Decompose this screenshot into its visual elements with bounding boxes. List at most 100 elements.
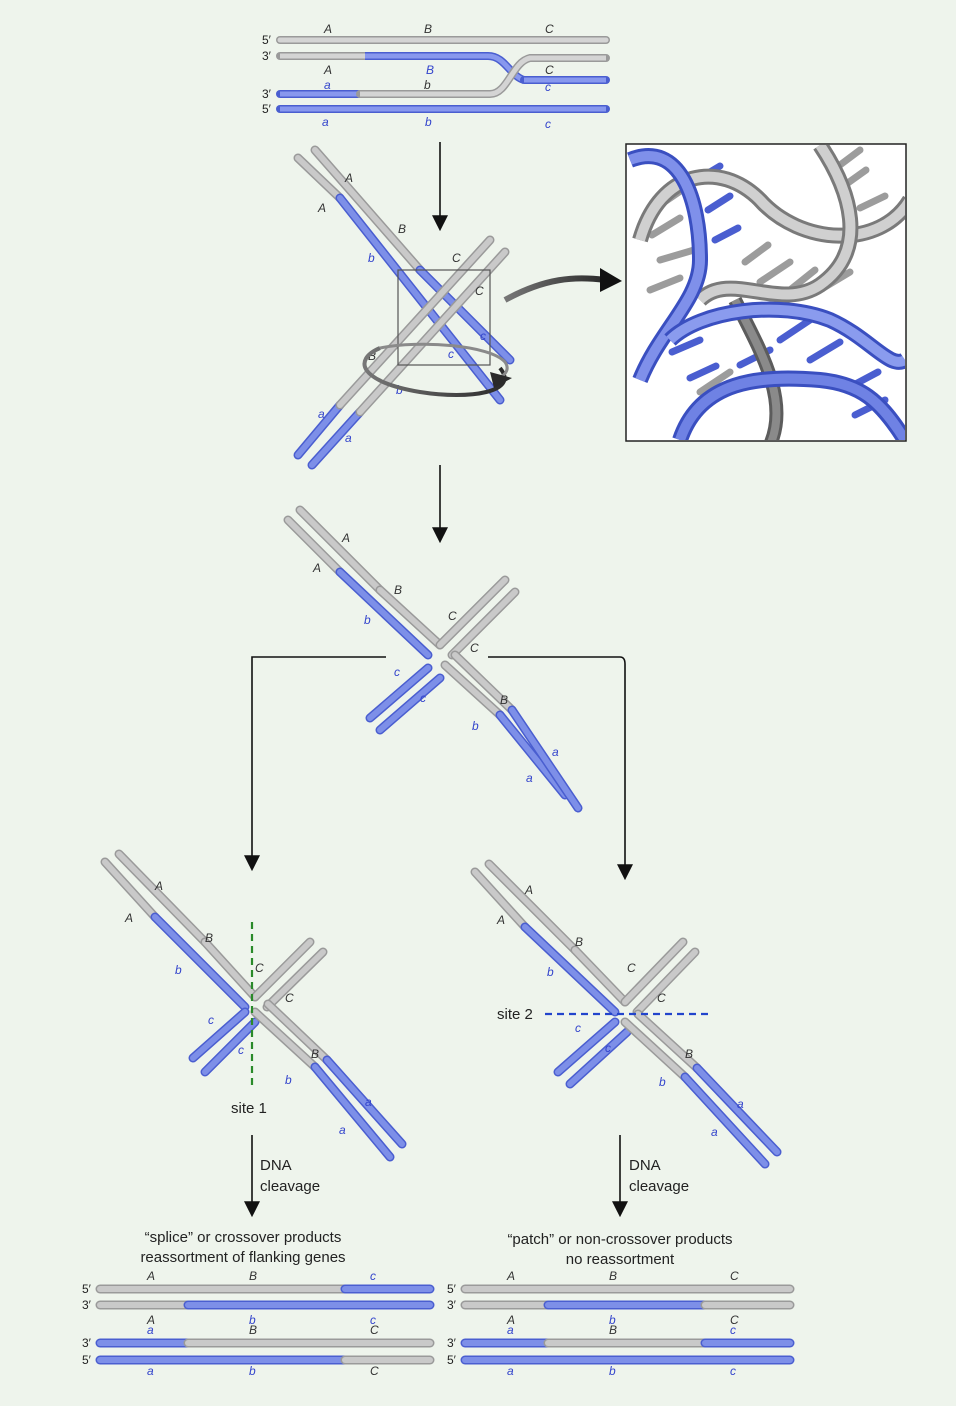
hjL-s5-fill: [190, 1009, 248, 1061]
hjR-label-3: b: [547, 965, 554, 979]
hjL-s7-gray-fill: [252, 1009, 318, 1070]
left-product-row2-label-0: a: [147, 1323, 154, 1337]
top-row1-label-2: B: [424, 22, 432, 36]
hjA-upper-label-4: C: [452, 251, 461, 265]
right-product-end-0: 5′: [447, 1282, 457, 1296]
zoom-box: [397, 269, 491, 366]
inset-3d-view: [625, 143, 907, 442]
top-end-3: 3′: [262, 87, 272, 101]
left-product-row1-label-2: c: [370, 1313, 376, 1327]
left-product-row3-label-1: b: [249, 1364, 256, 1378]
hjB-s8-gray-fill: [452, 652, 515, 713]
hjR-s2-gray-fill: [486, 861, 578, 953]
left-product-row0-label-0: A: [146, 1269, 155, 1283]
top-strand-2: [276, 52, 610, 84]
top-row3-label-3: c: [545, 80, 551, 94]
left-products-title-2: reassortment of flanking genes: [140, 1249, 345, 1266]
hjA-s2-gray-fill: [312, 147, 423, 273]
hjR-label-10: a: [737, 1097, 744, 1111]
hjB-upper-label-1: A: [312, 561, 321, 575]
hjB-s8-blue-fill: [509, 707, 581, 811]
hjL-label-5: C: [285, 991, 294, 1005]
top-row4-label-3: c: [545, 117, 551, 131]
hjR-label-0: A: [524, 883, 533, 897]
left-product-row0-label-1: B: [249, 1269, 257, 1283]
hjB-s7-blue-fill: [497, 712, 568, 798]
right-product-end-1: 3′: [447, 1298, 457, 1312]
hjB-lower-label-1: c: [420, 691, 426, 705]
hjB-lower-label-5: a: [526, 771, 533, 785]
right-product-end-3: 5′: [447, 1353, 457, 1367]
top-row3-label-2: b: [424, 78, 431, 92]
hjA-lower-label-2: b: [396, 383, 403, 397]
hjB-s7-gray-fill: [442, 662, 503, 718]
right-product-row3-label-0: a: [507, 1364, 514, 1378]
top-row2-label-1: A: [323, 63, 332, 77]
left-product-row0-label-2: c: [370, 1269, 376, 1283]
hjR-label-11: a: [711, 1125, 718, 1139]
right-product-row1-label-2: C: [730, 1313, 739, 1327]
hjR-label-4: C: [627, 961, 636, 975]
hjR-label-8: B: [685, 1047, 693, 1061]
hjL-label-2: B: [205, 931, 213, 945]
branch-arrow-right: [488, 656, 633, 881]
hjA-lower-label-1: c: [448, 347, 454, 361]
hjL-s1-gray-fill: [102, 859, 158, 920]
left-product-row1-label-0: A: [146, 1313, 155, 1327]
top-row2-label-3: C: [545, 63, 554, 77]
hjL-s2-inner-fill: [202, 939, 258, 1000]
cleavage-label-right-1: DNA: [629, 1157, 661, 1174]
hjA-lower-label-4: a: [318, 407, 325, 421]
left-product-end-2: 3′: [82, 1336, 92, 1350]
right-product-row2-label-0: a: [507, 1323, 514, 1337]
hjB-s2-gray-fill: [297, 507, 383, 593]
cleavage-label-left-1: DNA: [260, 1157, 292, 1174]
hjL-s2-gray-fill: [116, 851, 208, 945]
right-product-row0-label-2: C: [730, 1269, 739, 1283]
hjB-s1-blue-fill: [337, 569, 431, 658]
hjB-upper-label-0: A: [341, 531, 350, 545]
cleavage-label-right-2: cleavage: [629, 1178, 689, 1195]
hjA-s1-gray-fill: [295, 155, 343, 201]
right-product-row0-label-0: A: [506, 1269, 515, 1283]
hjA-lower-label-5: a: [345, 431, 352, 445]
hjL-label-4: C: [255, 961, 264, 975]
hjA-lower-label-3: c: [480, 329, 486, 343]
hjB-lower-label-3: b: [472, 719, 479, 733]
hjB-s3-fill: [437, 577, 508, 648]
left-product-end-3: 5′: [82, 1353, 92, 1367]
left-products-title-1: “splice” or crossover products: [145, 1229, 342, 1246]
hjR-s4-fill: [634, 949, 698, 1015]
top-row4-label-1: a: [322, 115, 329, 129]
hjL-label-9: b: [285, 1073, 292, 1087]
hjB-s1-gray-fill: [285, 517, 343, 575]
right-products-title-1: “patch” or non-crossover products: [507, 1231, 732, 1248]
hjL-s6-fill: [202, 1019, 258, 1075]
left-product-row2-label-2: C: [370, 1323, 379, 1337]
hjR-s7-gray-fill: [622, 1019, 688, 1080]
hjL-s4-fill: [264, 949, 326, 1010]
right-product-row1-label-0: A: [506, 1313, 515, 1327]
left-product-row3-label-2: C: [370, 1364, 379, 1378]
top-end-2: 3′: [262, 49, 272, 63]
hjB-upper-label-3: b: [364, 613, 371, 627]
hjB-s4-fill: [449, 589, 518, 658]
hjA-upper-label-3: b: [368, 251, 375, 265]
right-product-row3-label-2: c: [730, 1364, 736, 1378]
top-row3-label-1: a: [324, 78, 331, 92]
right-product-row2-label-1: B: [609, 1323, 617, 1337]
hjL-label-6: c: [208, 1013, 214, 1027]
site-2-label: site 2: [497, 1006, 533, 1023]
hjB-s6-fill: [377, 675, 443, 733]
hjB-lower-label-2: B: [500, 693, 508, 707]
left-product-row3-label-0: a: [147, 1364, 154, 1378]
right-product-end-2: 3′: [447, 1336, 457, 1350]
hjR-s1-gray-fill: [472, 869, 528, 930]
hjB-upper-label-5: C: [470, 641, 479, 655]
hjA-upper-label-5: C: [475, 284, 484, 298]
